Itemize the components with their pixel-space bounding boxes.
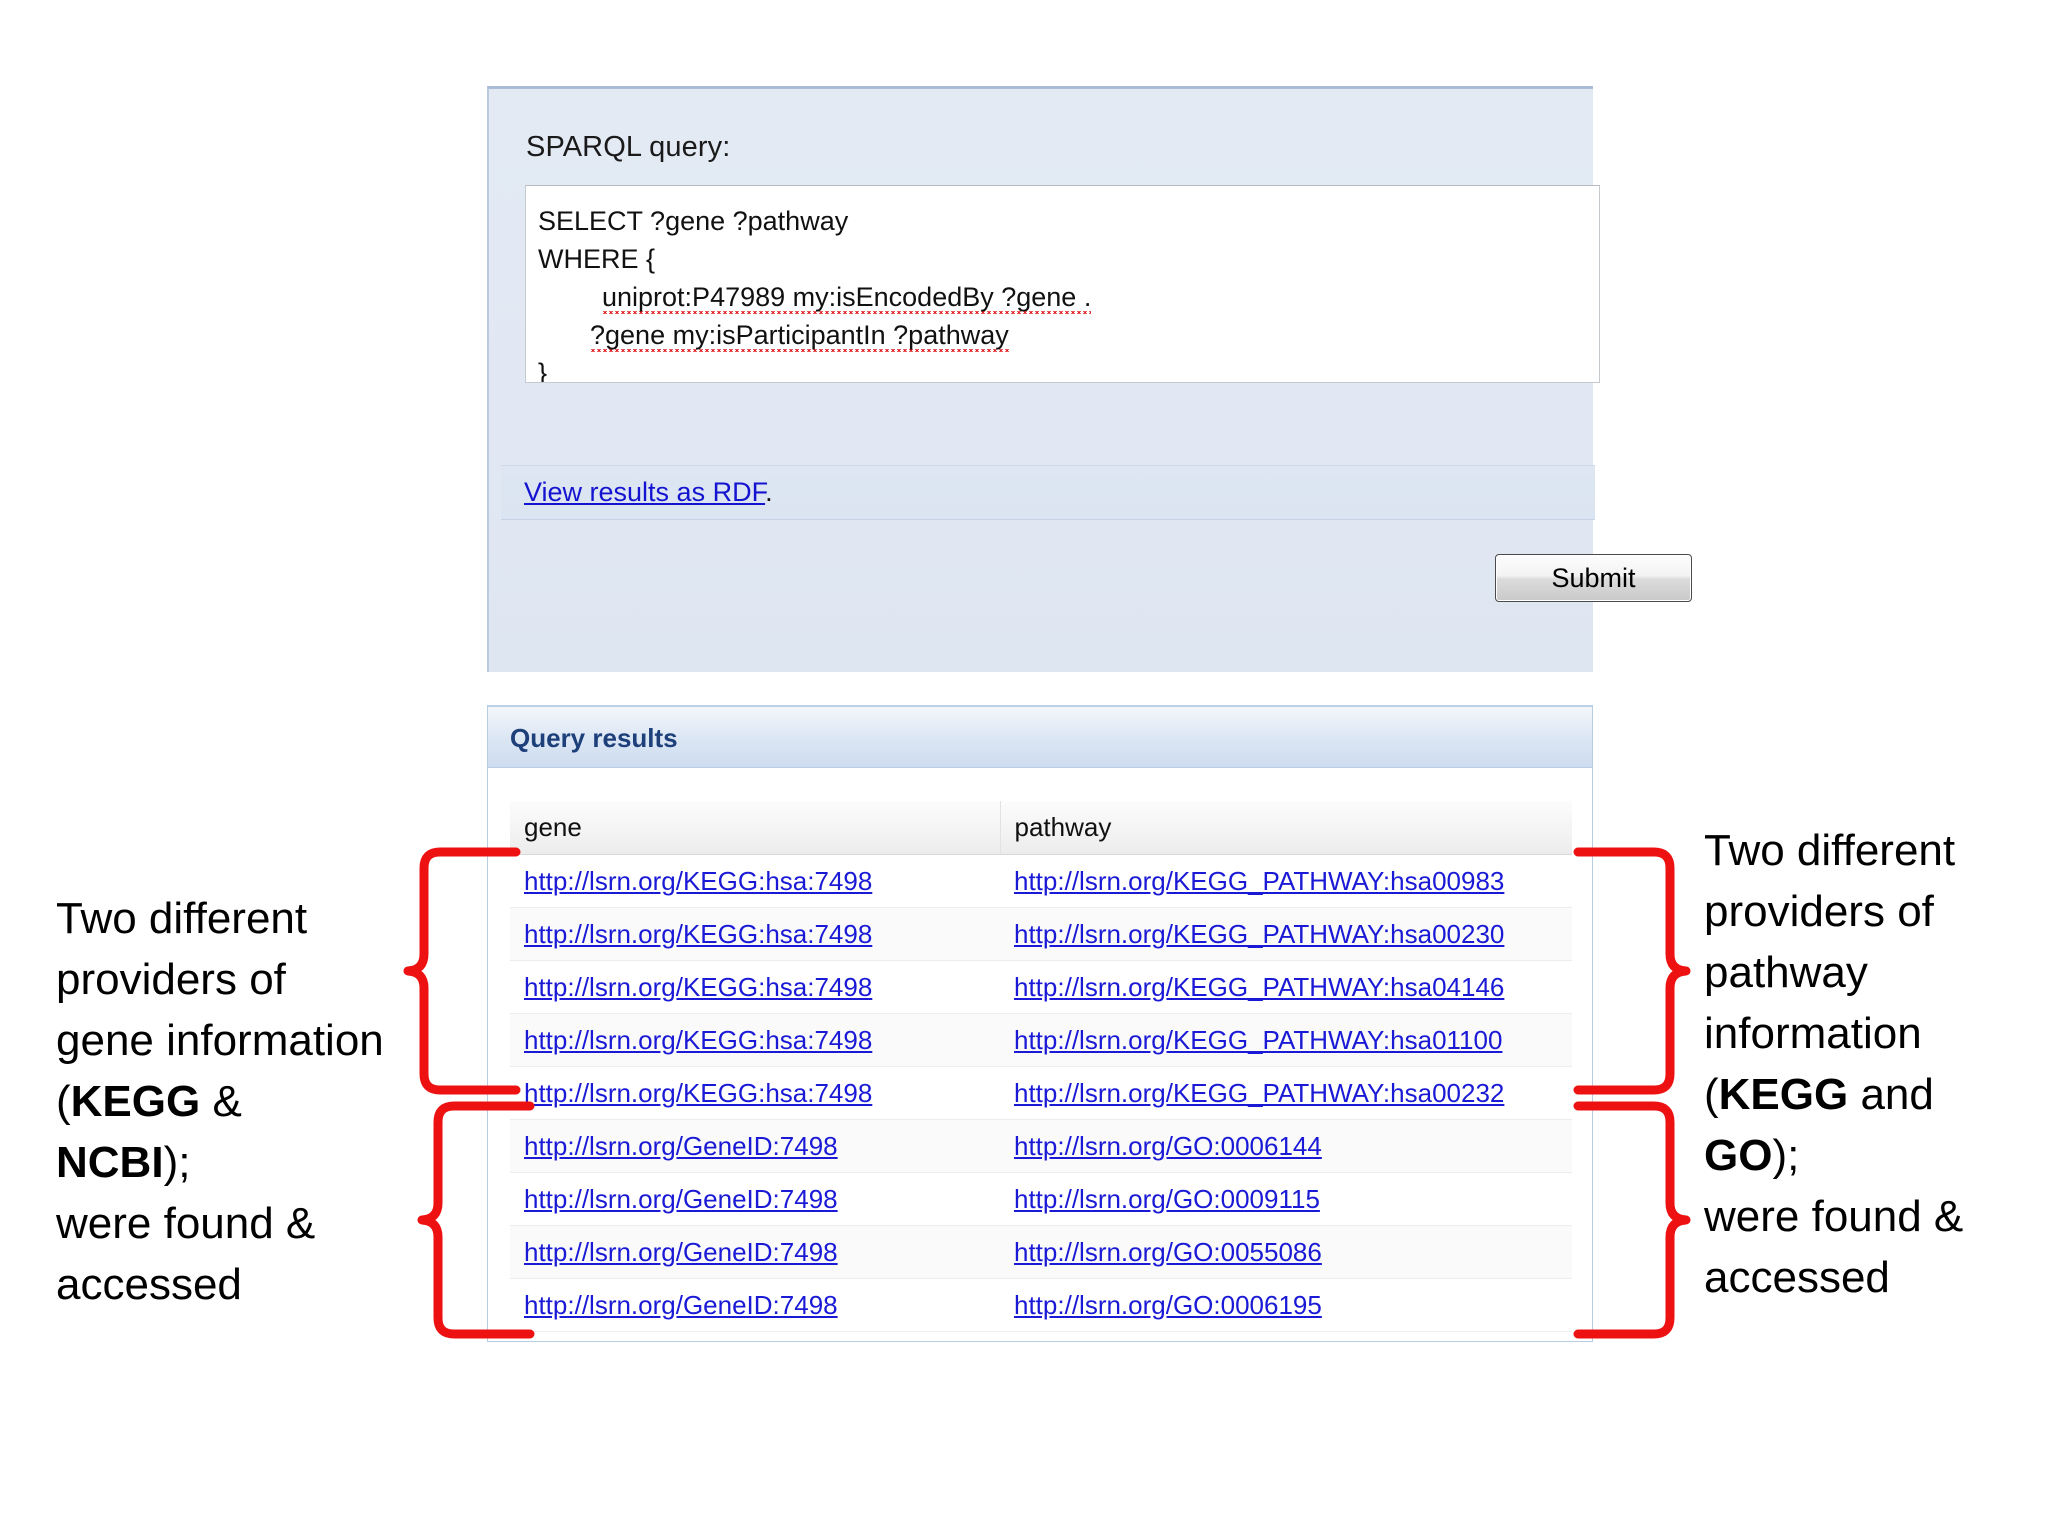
cell-gene: http://lsrn.org/KEGG:hsa:7498 [510,1066,1000,1120]
table-row: http://lsrn.org/KEGG:hsa:7498 http://lsrn… [510,1066,1572,1120]
table-row: http://lsrn.org/KEGG:hsa:7498 http://lsrn… [510,907,1572,961]
pathway-link[interactable]: http://lsrn.org/GO:0006144 [1014,1130,1322,1161]
cell-pathway: http://lsrn.org/KEGG_PATHWAY:hsa00230 [1000,907,1572,961]
gene-link[interactable]: http://lsrn.org/KEGG:hsa:7498 [524,971,873,1002]
cell-pathway: http://lsrn.org/KEGG_PATHWAY:hsa00983 [1000,854,1572,908]
annotation-right-provider-1: KEGG [1718,1070,1849,1119]
query-results-header: Query results [488,705,1592,768]
annotation-right-provider-2: GO [1704,1131,1773,1180]
annotation-left: Two different providers of gene informat… [56,888,386,1315]
cell-gene: http://lsrn.org/GeneID:7498 [510,1119,1000,1173]
pathway-link[interactable]: http://lsrn.org/GO:0006195 [1014,1289,1322,1320]
pathway-link[interactable]: http://lsrn.org/KEGG_PATHWAY:hsa00230 [1014,918,1505,949]
table-row: http://lsrn.org/GeneID:7498 http://lsrn.o… [510,1225,1572,1279]
gene-link[interactable]: http://lsrn.org/KEGG:hsa:7498 [524,1024,873,1055]
gene-link[interactable]: http://lsrn.org/GeneID:7498 [524,1130,838,1161]
query-results-title: Query results [510,723,678,753]
pathway-link[interactable]: http://lsrn.org/GO:0009115 [1014,1183,1320,1214]
query-line-5: } [538,358,548,383]
cell-gene: http://lsrn.org/KEGG:hsa:7498 [510,907,1000,961]
table-row: http://lsrn.org/GeneID:7498 http://lsrn.o… [510,1119,1572,1173]
sparql-query-label: SPARQL query: [526,131,731,163]
pathway-link[interactable]: http://lsrn.org/KEGG_PATHWAY:hsa01100 [1014,1024,1503,1055]
annotation-right-text-1: Two different providers of pathway infor… [1704,826,1968,1119]
annotation-left-text-1: Two different providers of gene informat… [56,894,396,1126]
query-line-4: ?gene my:isParticipantIn ?pathway [538,316,1599,354]
cell-pathway: http://lsrn.org/KEGG_PATHWAY:hsa04146 [1000,960,1572,1014]
results-table-head: gene pathway [510,801,1572,855]
rdf-link-container: View results as RDF. [524,477,773,508]
pathway-link[interactable]: http://lsrn.org/GO:0055086 [1014,1236,1322,1267]
pathway-link[interactable]: http://lsrn.org/KEGG_PATHWAY:hsa04146 [1014,971,1505,1002]
annotation-right: Two different providers of pathway infor… [1704,820,2034,1308]
annotation-left-provider-1: KEGG [70,1077,201,1126]
gene-link[interactable]: http://lsrn.org/GeneID:7498 [524,1183,838,1214]
brace-left-lower [417,1101,535,1339]
gene-link[interactable]: http://lsrn.org/GeneID:7498 [524,1289,838,1320]
annotation-left-text-3: ); were found & accessed [56,1138,316,1309]
cell-gene: http://lsrn.org/GeneID:7498 [510,1225,1000,1279]
query-line-2: WHERE { [538,244,656,274]
annotation-right-text-2: and [1848,1070,1947,1119]
annotation-right-text-3: ); were found & accessed [1704,1131,1964,1302]
table-row: http://lsrn.org/GeneID:7498 http://lsrn.o… [510,1278,1572,1332]
table-row: http://lsrn.org/GeneID:7498 http://lsrn.o… [510,1172,1572,1226]
cell-pathway: http://lsrn.org/GO:0009115 [1000,1172,1572,1226]
cell-pathway: http://lsrn.org/KEGG_PATHWAY:hsa00232 [1000,1066,1572,1120]
table-row: http://lsrn.org/KEGG:hsa:7498 http://lsrn… [510,854,1572,908]
annotation-left-text-2: & [200,1077,255,1126]
cell-pathway: http://lsrn.org/GO:0006144 [1000,1119,1572,1173]
pathway-link[interactable]: http://lsrn.org/KEGG_PATHWAY:hsa00232 [1014,1077,1505,1108]
rdf-link-period: . [765,477,773,507]
column-header-gene: gene [510,801,1001,855]
cell-pathway: http://lsrn.org/GO:0055086 [1000,1225,1572,1279]
annotation-left-provider-2: NCBI [56,1138,164,1187]
query-line-1: SELECT ?gene ?pathway [538,206,849,236]
results-table: gene pathway http://lsrn.org/KEGG:hsa:74… [510,801,1572,1332]
sparql-query-textarea[interactable]: SELECT ?gene ?pathway WHERE { uniprot:P4… [525,185,1600,383]
gene-link[interactable]: http://lsrn.org/KEGG:hsa:7498 [524,865,873,896]
query-results-panel: Query results gene pathway http://lsrn.o… [487,705,1593,1342]
cell-gene: http://lsrn.org/GeneID:7498 [510,1278,1000,1332]
brace-right-lower [1573,1101,1691,1339]
results-table-header-row: gene pathway [510,801,1572,855]
gene-link[interactable]: http://lsrn.org/KEGG:hsa:7498 [524,1077,873,1108]
submit-button[interactable]: Submit [1495,554,1692,602]
brace-right-upper [1573,847,1691,1095]
cell-pathway: http://lsrn.org/GO:0006195 [1000,1278,1572,1332]
table-row: http://lsrn.org/KEGG:hsa:7498 http://lsrn… [510,1013,1572,1067]
brace-left-upper [403,847,521,1095]
query-line-4-text: ?gene my:isParticipantIn ?pathway [590,320,1009,353]
cell-pathway: http://lsrn.org/KEGG_PATHWAY:hsa01100 [1000,1013,1572,1067]
gene-link[interactable]: http://lsrn.org/KEGG:hsa:7498 [524,918,873,949]
query-line-3: uniprot:P47989 my:isEncodedBy ?gene . [538,278,1599,316]
cell-gene: http://lsrn.org/KEGG:hsa:7498 [510,960,1000,1014]
column-header-pathway: pathway [1000,801,1572,855]
pathway-link[interactable]: http://lsrn.org/KEGG_PATHWAY:hsa00983 [1014,865,1505,896]
sparql-query-panel: SPARQL query: SELECT ?gene ?pathway WHER… [487,86,1692,672]
cell-gene: http://lsrn.org/KEGG:hsa:7498 [510,854,1000,908]
results-table-body: http://lsrn.org/KEGG:hsa:7498 http://lsrn… [510,854,1572,1332]
cell-gene: http://lsrn.org/KEGG:hsa:7498 [510,1013,1000,1067]
query-line-3-text: uniprot:P47989 my:isEncodedBy ?gene . [602,282,1092,315]
cell-gene: http://lsrn.org/GeneID:7498 [510,1172,1000,1226]
view-results-as-rdf-link[interactable]: View results as RDF [524,477,766,507]
gene-link[interactable]: http://lsrn.org/GeneID:7498 [524,1236,838,1267]
rdf-link-bar: View results as RDF. [501,465,1595,520]
table-row: http://lsrn.org/KEGG:hsa:7498 http://lsrn… [510,960,1572,1014]
